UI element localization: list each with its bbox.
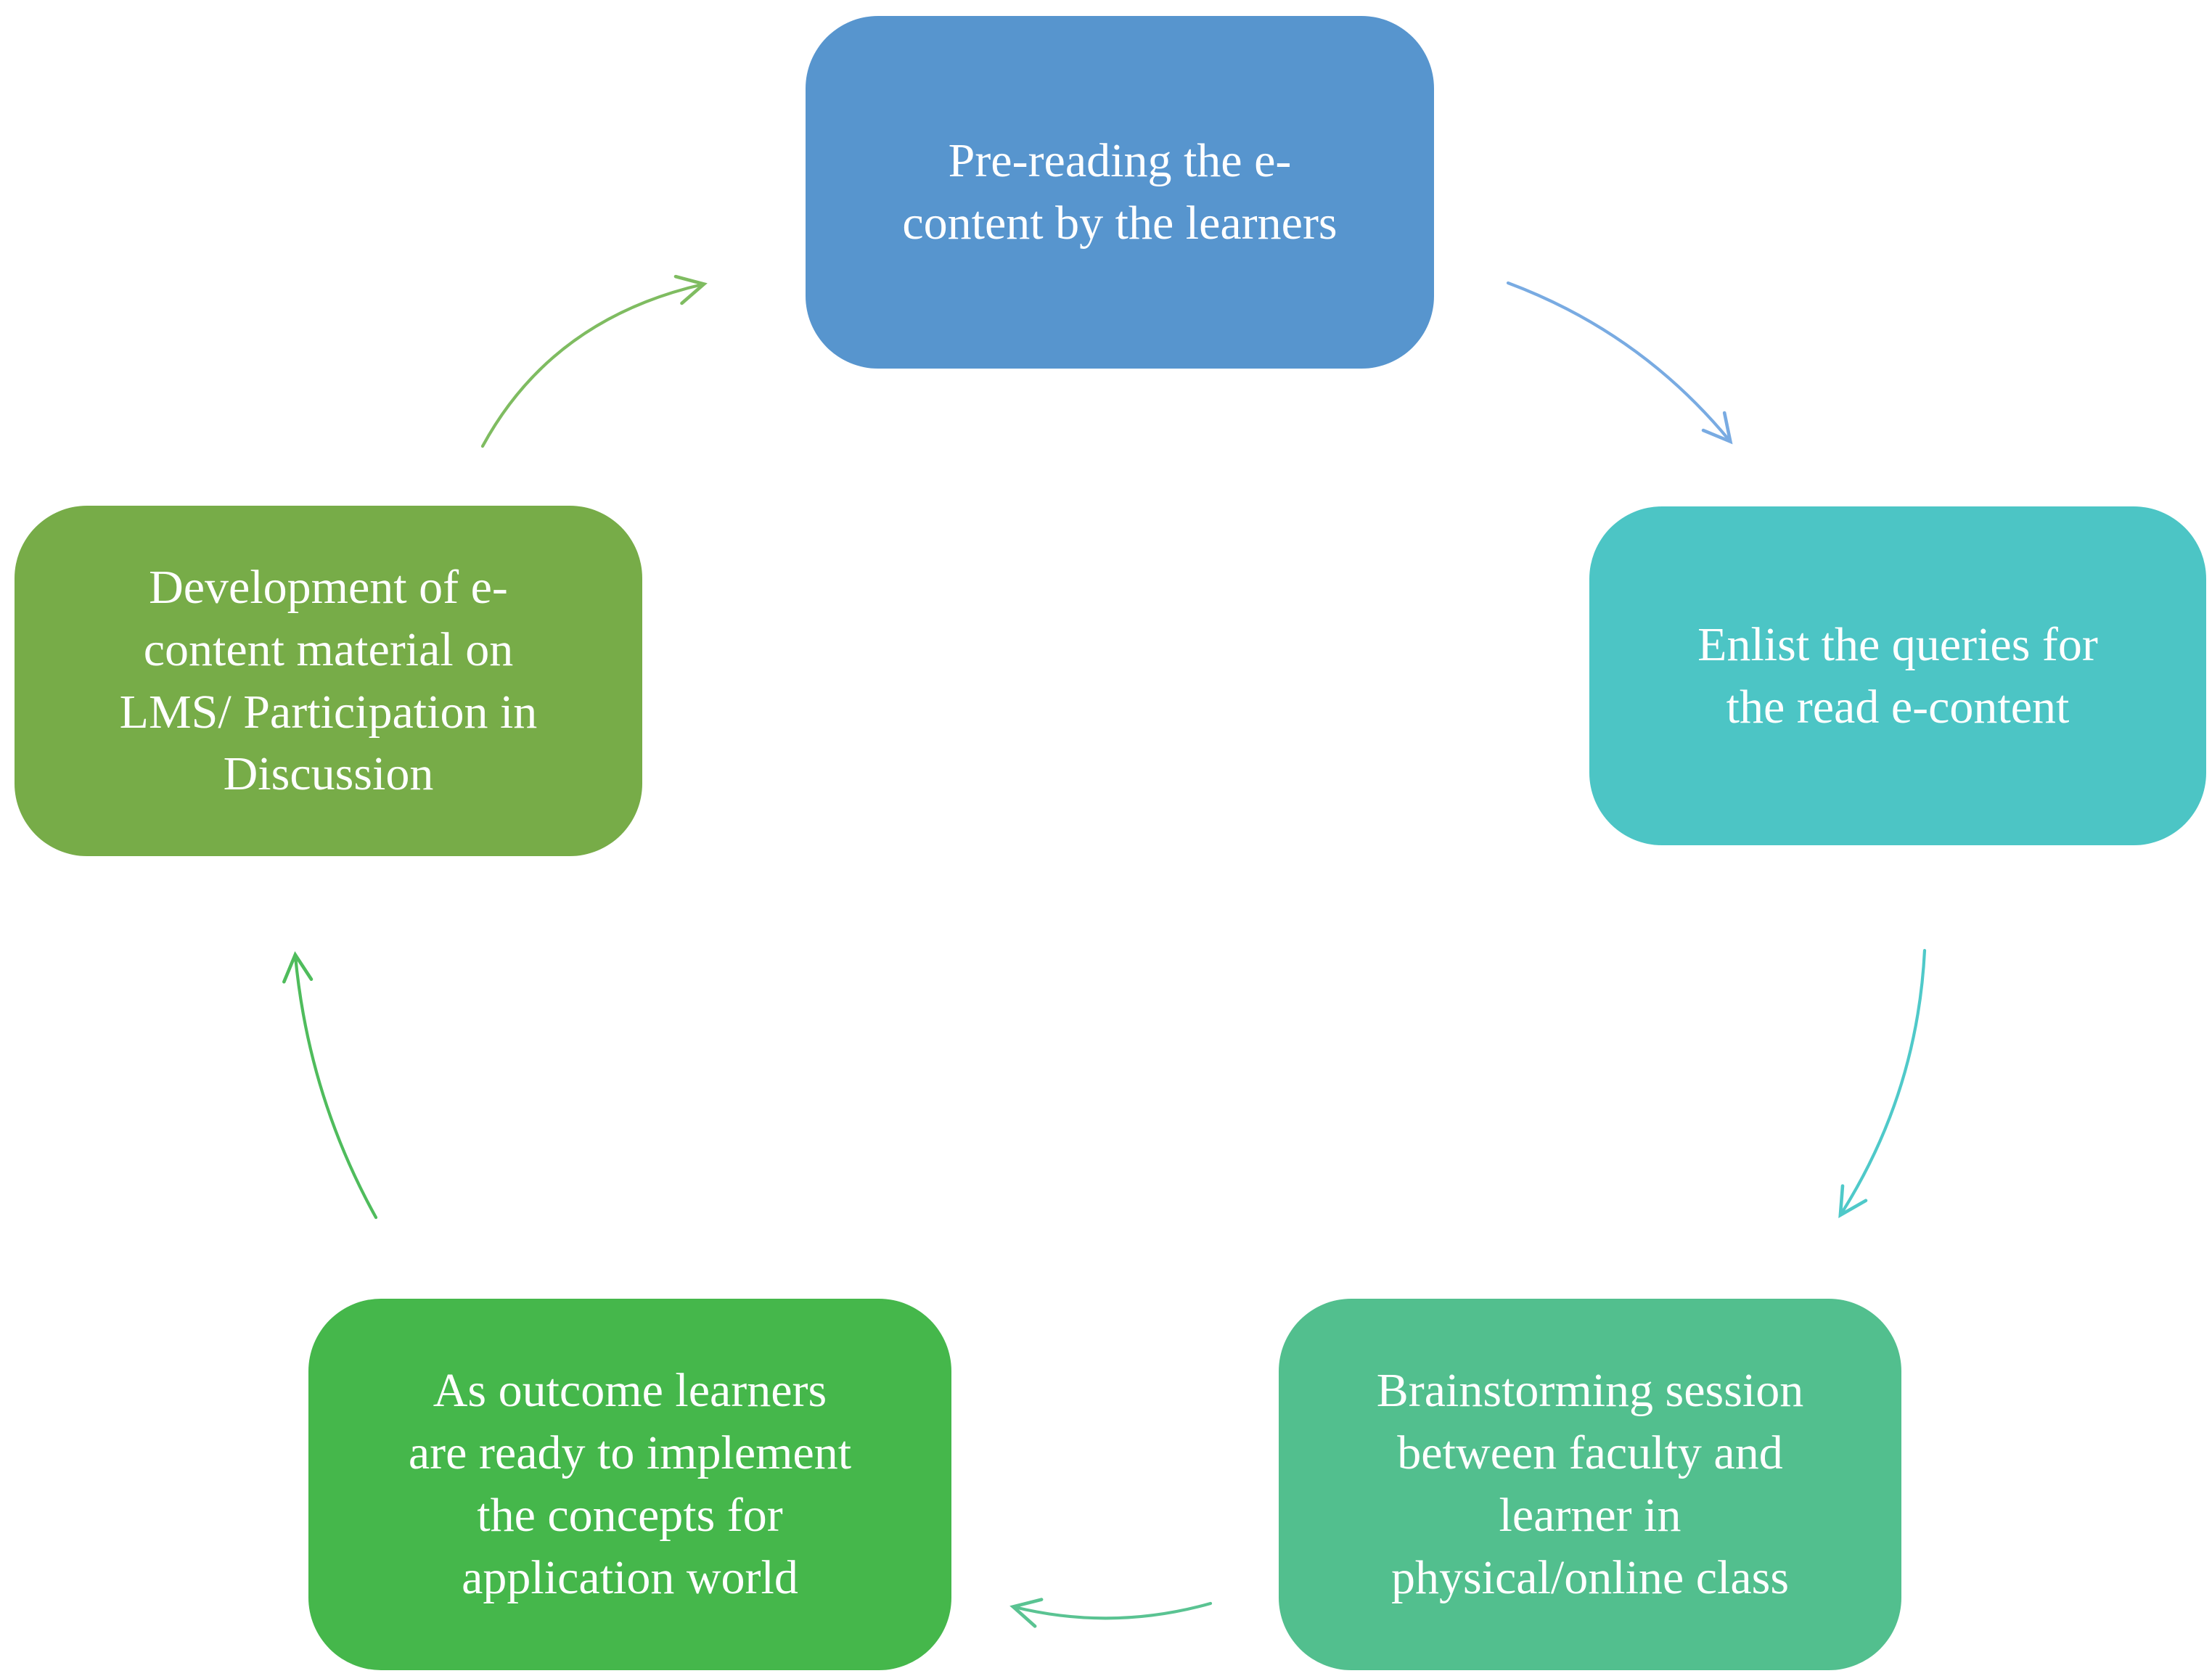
node-brainstorming-label: Brainstorming session between faculty an…: [1376, 1364, 1804, 1604]
node-pre-reading-label: Pre-reading the e- content by the learne…: [902, 134, 1338, 250]
arrow-enlist-to-brainstorming: [1838, 948, 1927, 1218]
node-enlist-queries: Enlist the queries for the read e-conten…: [1589, 506, 2206, 845]
node-pre-reading: Pre-reading the e- content by the learne…: [806, 16, 1434, 369]
arrow-outcome-to-development: [282, 950, 378, 1220]
arrow-pre-reading-to-enlist: [1506, 281, 1733, 445]
node-development: Development of e- content material on LM…: [15, 506, 642, 856]
node-enlist-queries-label: Enlist the queries for the read e-conten…: [1697, 617, 2098, 734]
node-outcome: As outcome learners are ready to impleme…: [308, 1299, 951, 1670]
node-brainstorming: Brainstorming session between faculty an…: [1279, 1299, 1901, 1670]
arrow-brainstorming-to-outcome: [1009, 1598, 1213, 1628]
node-development-label: Development of e- content material on LM…: [119, 560, 538, 801]
arrow-development-to-pre-reading: [480, 274, 708, 448]
node-outcome-label: As outcome learners are ready to impleme…: [408, 1364, 852, 1604]
